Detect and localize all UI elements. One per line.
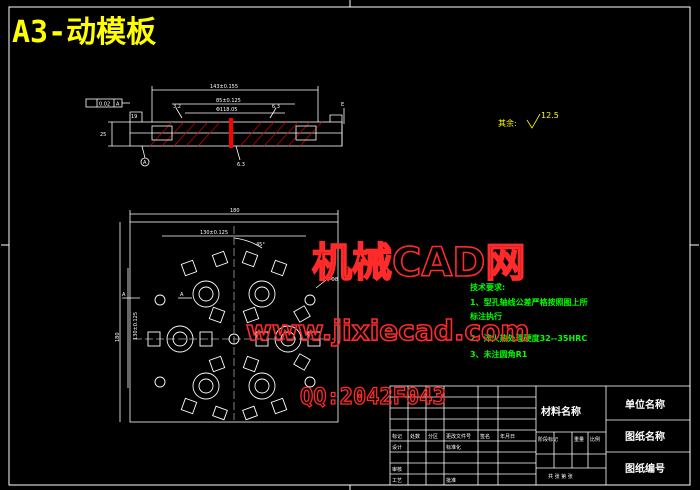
tb-approve: 批准 [446,477,456,484]
page-title: A3-动模板 [12,15,156,50]
other-finish-value: 12.5 [541,111,559,120]
plan-view: 180 130±0.125 45° 4-Φ8 A A 180 130±0.125 [115,208,339,423]
watermark-qq: QQ:2042F043 [300,385,446,410]
notes-heading: 技术要求: [470,282,505,292]
dim-overall: 143±0.155 [210,84,238,90]
tb-stage: 阶段标记 [538,436,558,443]
tb-sheets: 共 张 第 张 [548,473,573,480]
tb-scale: 比例 [590,436,600,443]
tb-weight: 重量 [574,436,584,443]
notes-item-3: 2、淬火热处理硬度32--35HRC [470,333,587,343]
notes-item-4: 3、未注圆角R1 [470,349,528,359]
plan-angle: 45° [256,242,265,248]
finish-left: 3.2 [173,104,181,110]
tolerance-value: 0.02 [99,102,110,108]
datum-circle-label: A [143,160,147,166]
finish-right: 6.3 [272,104,280,110]
tb-standard: 标准化 [446,444,461,451]
hole-note: 4-Φ8 [326,277,338,283]
technical-notes: 技术要求: 1、型孔轴线公差严格按照图上所 标注执行 2、淬火热处理硬度32--… [469,282,588,359]
hole-group [154,280,316,400]
company-label: 单位名称 [625,398,665,411]
tb-row-zone: 分区 [428,433,438,440]
datum-label: A [116,102,120,108]
dim-mid1: 85±0.125 [216,98,241,104]
tb-design: 设计 [392,444,402,451]
dim-height: 25 [100,132,106,138]
plan-inner-dim: 130±0.125 [200,230,228,236]
other-finish: 其余: 12.5 [498,111,559,129]
cavity-pockets [147,250,321,421]
section-view: 143±0.155 85±0.125 Φ118.05 19 25 0.02 A … [85,84,345,168]
right-mark: E [341,102,344,108]
plan-width-dim: 180 [230,208,240,214]
notes-item-2: 标注执行 [469,311,502,321]
other-finish-label: 其余: [498,118,517,128]
watermark: 机械CAD网 www.jixiecad.com QQ:2042F043 [245,239,530,410]
watermark-brand: 机械CAD网 [312,240,526,286]
tb-row-sign: 签名 [480,433,490,440]
section-mark-left: A [122,292,126,298]
title-block: 材料名称 单位名称 图纸名称 图纸编号 标记 处数 分区 更改文件号 签名 年月… [389,385,691,486]
plan-height-dim: 180 [115,332,121,342]
drawing-name-label: 图纸名称 [625,430,665,443]
notes-item-1: 1、型孔轴线公差严格按照图上所 [470,297,588,307]
tb-process: 工艺 [392,478,402,484]
tb-row-change: 更改文件号 [446,433,471,440]
section-mark-right: A [180,292,184,298]
watermark-site: www.jixiecad.com [246,314,529,347]
tb-row-mark: 标记 [392,433,402,440]
surface-mark: 6.3 [237,162,245,168]
dim-left: 19 [131,114,137,120]
tb-check: 审核 [392,466,402,473]
tb-row-count: 处数 [410,433,420,440]
material-label: 材料名称 [541,405,581,418]
drawing-no-label: 图纸编号 [625,462,665,475]
dim-mid2: Φ118.05 [216,107,237,113]
tb-row-date: 年月日 [500,433,515,440]
plan-inner-height-dim: 130±0.125 [133,312,139,340]
